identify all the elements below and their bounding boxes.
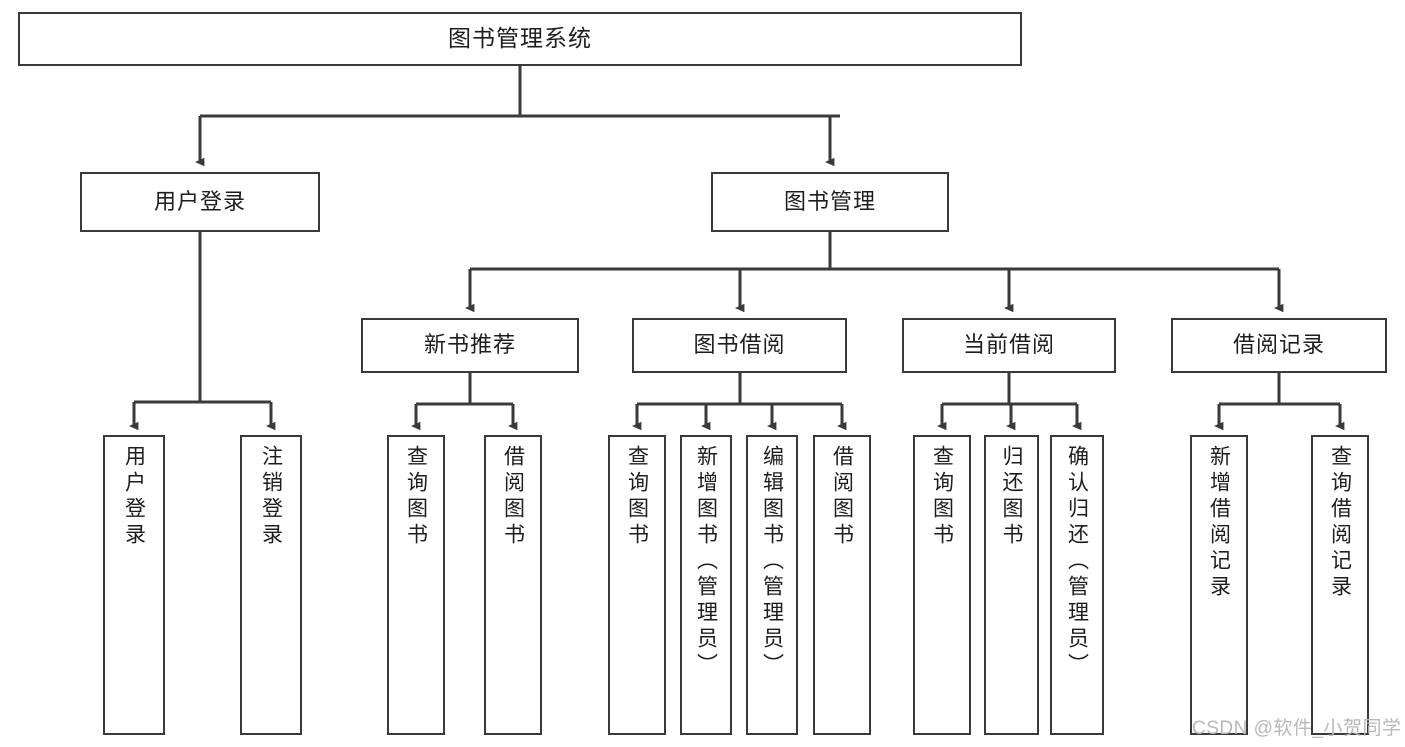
node-leaf-add-book-label: 新增图书（管理员） (694, 445, 718, 679)
node-leaf-return-book[interactable]: 归还图书 (984, 435, 1039, 735)
node-leaf-confirm-return[interactable]: 确认归还（管理员） (1050, 435, 1104, 735)
node-user-login[interactable]: 用户登录 (80, 172, 320, 232)
node-leaf-user-login[interactable]: 用户登录 (103, 435, 165, 735)
node-leaf-add-book[interactable]: 新增图书（管理员） (680, 435, 732, 735)
node-leaf-user-login-label: 用户登录 (122, 445, 146, 549)
node-leaf-borrow-book-2[interactable]: 借阅图书 (813, 435, 871, 735)
node-leaf-query-record-label: 查询借阅记录 (1328, 445, 1352, 601)
node-leaf-query-book-2[interactable]: 查询图书 (608, 435, 666, 735)
node-leaf-logout[interactable]: 注销登录 (240, 435, 302, 735)
node-new-book-rec[interactable]: 新书推荐 (361, 318, 579, 373)
node-leaf-add-record-label: 新增借阅记录 (1207, 445, 1231, 601)
node-leaf-add-record[interactable]: 新增借阅记录 (1190, 435, 1248, 735)
node-user-login-label: 用户登录 (153, 188, 246, 214)
node-leaf-borrow-book-1-label: 借阅图书 (501, 445, 525, 549)
node-leaf-query-book-3-label: 查询图书 (930, 445, 954, 549)
node-book-manage-label: 图书管理 (783, 188, 876, 214)
node-leaf-edit-book-label: 编辑图书（管理员） (760, 445, 784, 679)
node-leaf-borrow-book-1[interactable]: 借阅图书 (484, 435, 542, 735)
node-leaf-borrow-book-2-label: 借阅图书 (830, 445, 854, 549)
node-book-manage[interactable]: 图书管理 (711, 172, 949, 232)
node-new-book-rec-label: 新书推荐 (423, 332, 516, 358)
node-leaf-edit-book[interactable]: 编辑图书（管理员） (746, 435, 798, 735)
watermark: CSDN @软件_小贺同学 (1192, 718, 1402, 739)
node-leaf-query-record[interactable]: 查询借阅记录 (1311, 435, 1369, 735)
node-root-label: 图书管理系统 (448, 25, 592, 52)
node-leaf-query-book-3[interactable]: 查询图书 (913, 435, 971, 735)
node-leaf-logout-label: 注销登录 (259, 445, 283, 549)
node-root[interactable]: 图书管理系统 (18, 12, 1022, 66)
node-current-borrow[interactable]: 当前借阅 (902, 318, 1116, 373)
node-borrow-record[interactable]: 借阅记录 (1171, 318, 1387, 373)
node-leaf-return-book-label: 归还图书 (1000, 445, 1023, 549)
node-leaf-query-book-1-label: 查询图书 (404, 445, 428, 549)
node-leaf-query-book-1[interactable]: 查询图书 (387, 435, 445, 735)
node-book-borrow-label: 图书借阅 (693, 332, 786, 358)
node-current-borrow-label: 当前借阅 (962, 332, 1055, 358)
node-leaf-confirm-return-label: 确认归还（管理员） (1065, 445, 1089, 679)
node-book-borrow[interactable]: 图书借阅 (632, 318, 847, 373)
node-borrow-record-label: 借阅记录 (1232, 332, 1325, 358)
node-leaf-query-book-2-label: 查询图书 (625, 445, 649, 549)
